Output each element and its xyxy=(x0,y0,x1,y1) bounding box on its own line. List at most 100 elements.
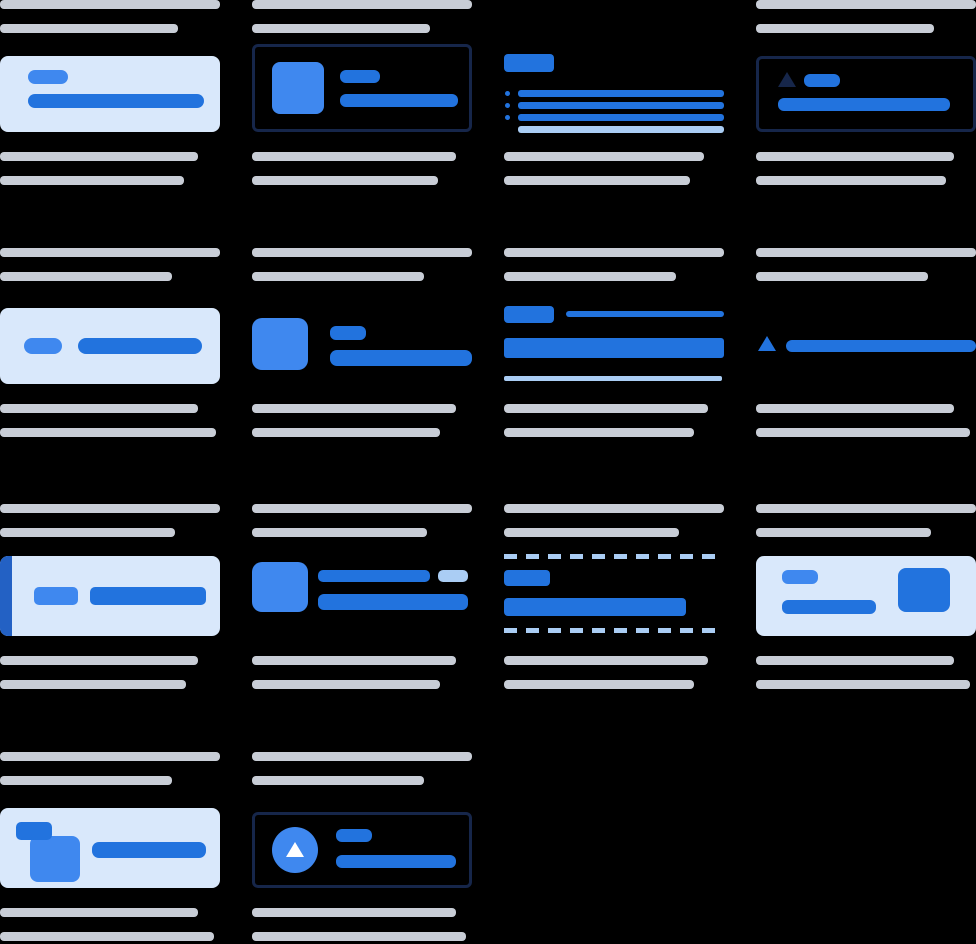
list-line xyxy=(518,102,724,109)
badge-pill xyxy=(28,70,68,84)
dashed-divider xyxy=(504,554,724,559)
badge-pill xyxy=(804,74,840,87)
text-bar xyxy=(28,94,204,108)
heading-pill xyxy=(504,570,550,586)
paragraph-line xyxy=(0,248,220,257)
text-bar xyxy=(318,594,468,610)
text-bar xyxy=(778,98,950,111)
cell-r1c2 xyxy=(252,0,472,944)
title-bar xyxy=(504,598,686,616)
cell-r1c3 xyxy=(504,0,724,944)
list-line-light xyxy=(518,126,724,133)
paragraph-line xyxy=(756,176,946,185)
paragraph-line xyxy=(0,932,214,941)
triangle-up-icon xyxy=(286,842,304,857)
dashed-divider xyxy=(504,628,724,633)
avatar-square xyxy=(272,62,324,114)
paragraph-line xyxy=(0,176,184,185)
text-bar xyxy=(786,340,976,352)
cell-r3c3 xyxy=(504,0,724,944)
paragraph-line xyxy=(252,0,472,9)
paragraph-line xyxy=(252,752,472,761)
cell-r3c2 xyxy=(252,0,472,944)
paragraph-line xyxy=(0,752,220,761)
badge-pill xyxy=(336,829,372,842)
paragraph-line xyxy=(0,776,172,785)
bullet-dot xyxy=(505,103,510,108)
paragraph-line xyxy=(252,932,466,941)
warning-triangle-icon xyxy=(758,336,776,351)
paragraph-line xyxy=(0,528,175,537)
paragraph-line xyxy=(504,176,690,185)
paragraph-line xyxy=(0,908,198,917)
paragraph-line xyxy=(252,504,472,513)
paragraph-line xyxy=(0,24,178,33)
paragraph-line xyxy=(0,656,198,665)
heading-pill xyxy=(504,306,554,323)
paragraph-line xyxy=(504,272,676,281)
paragraph-line xyxy=(0,404,198,413)
folder-icon-body xyxy=(30,836,80,882)
text-bar xyxy=(318,570,430,582)
paragraph-line xyxy=(504,404,708,413)
bullet-dot xyxy=(505,115,510,120)
cell-r1c1 xyxy=(0,0,220,944)
text-bar xyxy=(78,338,202,354)
avatar-square xyxy=(252,562,308,612)
paragraph-line xyxy=(0,428,216,437)
cell-r2c2 xyxy=(252,0,472,944)
list-line xyxy=(518,90,724,97)
text-bar xyxy=(336,855,456,868)
paragraph-line xyxy=(756,152,954,161)
cell-r2c1 xyxy=(0,0,220,944)
paragraph-line xyxy=(252,656,456,665)
badge-pill xyxy=(24,338,62,354)
text-bar xyxy=(330,350,472,366)
paragraph-line xyxy=(504,504,724,513)
accent-edge xyxy=(0,556,12,636)
paragraph-line xyxy=(756,528,931,537)
paragraph-line xyxy=(252,248,472,257)
outlined-media-card xyxy=(252,44,472,132)
paragraph-line xyxy=(0,504,220,513)
info-callout-card xyxy=(0,56,220,132)
badge-pill xyxy=(330,326,366,340)
paragraph-line xyxy=(504,680,694,689)
cell-r4c2 xyxy=(252,0,472,944)
paragraph-line xyxy=(252,776,424,785)
badge-pill xyxy=(782,570,818,584)
paragraph-line xyxy=(252,428,440,437)
paragraph-line xyxy=(252,176,438,185)
text-bar xyxy=(782,600,876,614)
title-bar xyxy=(504,338,724,358)
rule-line xyxy=(566,311,724,317)
badge-pill xyxy=(34,587,78,605)
thumbnail-square xyxy=(898,568,950,612)
paragraph-line xyxy=(756,24,934,33)
paragraph-line xyxy=(252,680,440,689)
paragraph-line xyxy=(252,528,427,537)
text-bar-light xyxy=(438,570,468,582)
paragraph-line xyxy=(252,152,456,161)
paragraph-line xyxy=(252,272,424,281)
paragraph-line xyxy=(0,680,186,689)
accent-callout-card xyxy=(0,556,220,636)
cell-r2c3 xyxy=(504,0,724,944)
outlined-warning-card xyxy=(756,56,976,132)
paragraph-line xyxy=(504,248,724,257)
text-bar xyxy=(92,842,206,858)
warning-triangle-icon xyxy=(778,72,796,87)
folder-card xyxy=(0,808,220,888)
paragraph-line xyxy=(756,0,976,9)
paragraph-line xyxy=(756,272,928,281)
paragraph-line xyxy=(756,428,970,437)
heading-pill xyxy=(504,54,554,72)
paragraph-line xyxy=(252,24,430,33)
text-bar xyxy=(340,94,458,107)
folder-icon-tab xyxy=(16,822,52,840)
badge-pill xyxy=(340,70,380,83)
paragraph-line xyxy=(756,504,976,513)
list-line xyxy=(518,114,724,121)
paragraph-line xyxy=(756,680,970,689)
